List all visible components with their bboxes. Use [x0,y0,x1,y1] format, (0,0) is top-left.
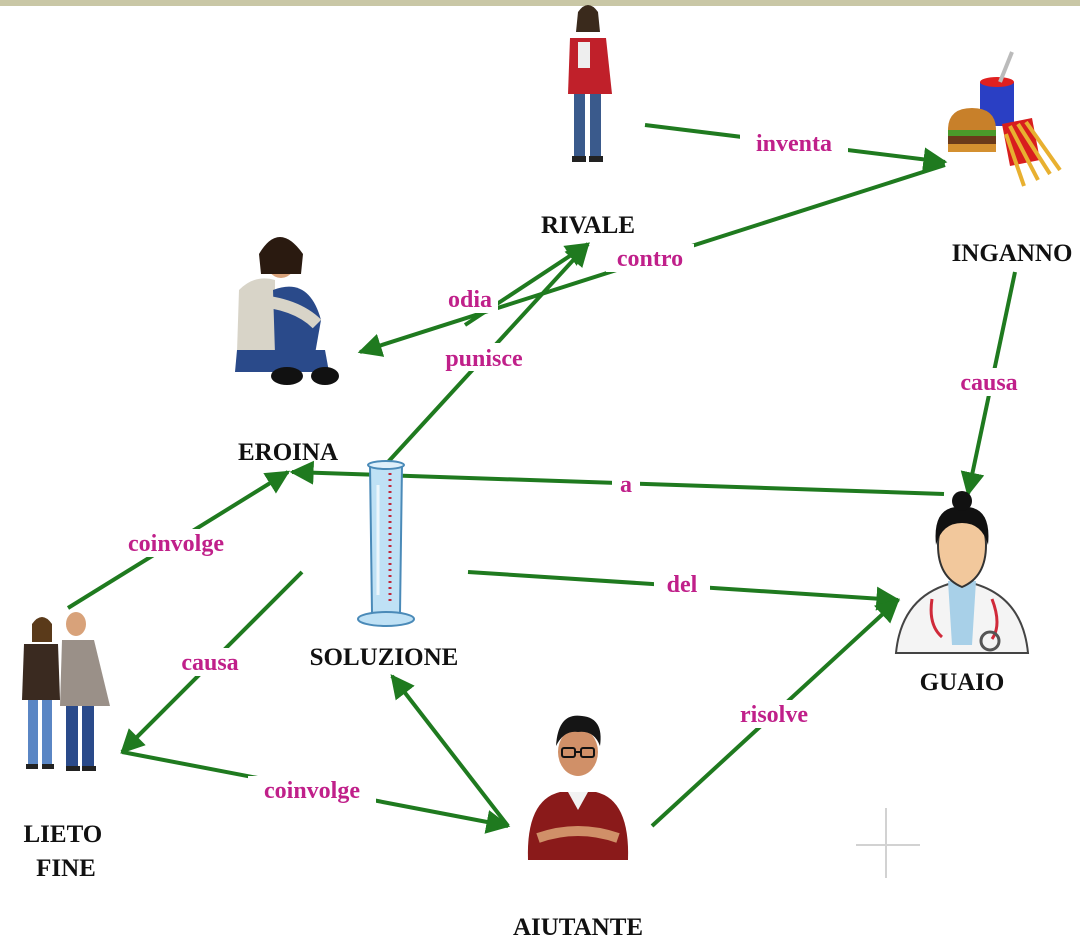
edge-label-punisce: punisce [445,346,523,372]
node-label-soluzione[interactable]: SOLUZIONE [310,644,459,671]
edge-label-inventa: inventa [756,131,832,157]
young-man-icon [527,715,629,860]
edge-label-causa-1: causa [960,370,1017,396]
node-label-aiutante[interactable]: AIUTANTE [513,914,643,941]
doctor-icon [894,491,1030,654]
node-label-lieto-fine-line1: LIETO [24,821,103,848]
edge-contro[interactable]: contro [357,163,946,357]
node-label-lieto-fine[interactable]: LIETO FINE [24,821,109,882]
edge-label-a: a [620,472,632,498]
couple-icon [22,612,110,771]
node-label-eroina[interactable]: EROINA [238,439,338,466]
edge-causa-inganno-guaio[interactable]: causa [952,271,1026,497]
edge-label-contro: contro [617,246,683,272]
edge-risolve[interactable]: risolve [650,598,900,828]
edge-label-causa-2: causa [181,650,238,676]
edge-inventa[interactable]: inventa [644,123,948,172]
node-label-inganno[interactable]: INGANNO [952,240,1073,267]
node-label-guaio[interactable]: GUAIO [920,669,1005,696]
top-border [0,0,1080,6]
edge-label-odia: odia [448,287,492,313]
edge-label-coinvolge-2: coinvolge [264,778,360,804]
edge-punisce[interactable]: punisce [386,242,590,464]
node-label-rivale[interactable]: RIVALE [541,212,635,239]
edge-label-coinvolge-1: coinvolge [128,531,224,557]
node-label-lieto-fine-line2: FINE [36,855,96,882]
edge-odia[interactable]: odia [442,242,591,327]
edge-aiutante-soluzione[interactable] [390,674,510,828]
edge-coinvolge-lieto-eroina[interactable]: coinvolge [66,470,291,610]
edge-del[interactable]: del [467,570,901,611]
edge-label-risolve: risolve [740,702,808,728]
test-tube-icon [357,460,415,627]
fast-food-icon [948,51,1062,187]
edge-label-del: del [667,572,698,598]
woman-standing-icon [568,5,612,162]
edge-coinvolge-lieto-aiutante[interactable]: coinvolge [121,750,511,834]
crosshair-icon [856,808,920,878]
edges-layer: inventa contro odia punisce causa [66,123,1026,834]
woman-sitting-icon [235,237,339,385]
edge-causa-soluzione-lieto[interactable]: causa [120,570,304,754]
